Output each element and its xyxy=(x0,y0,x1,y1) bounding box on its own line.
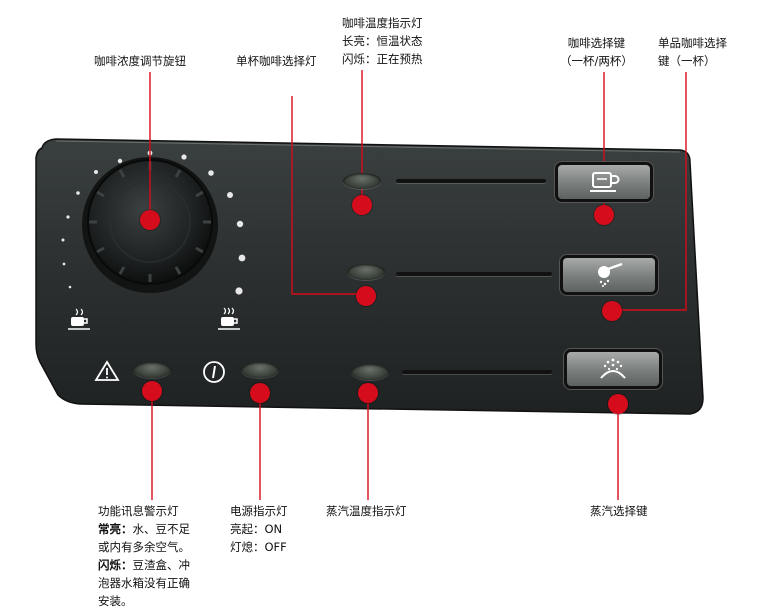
warning-steady-text2: 或内有多余空气。 xyxy=(98,540,190,554)
temp-indicator-line2: 闪烁：正在预热 xyxy=(342,52,423,66)
temp-indicator-label: 咖啡温度指示灯 长亮：恒温状态 闪烁：正在预热 xyxy=(342,14,423,68)
knob-label: 咖啡浓度调节旋钮 xyxy=(94,54,186,68)
knob-scale-dots xyxy=(61,150,246,295)
power-icon xyxy=(203,361,225,383)
slot-middle xyxy=(396,272,552,276)
single-coffee-button[interactable] xyxy=(563,258,655,292)
coffee-select-marker xyxy=(594,205,614,225)
steam-key-label: 蒸汽选择键 xyxy=(590,504,648,518)
coffee-key-line2: （一杯/两杯） xyxy=(560,54,633,68)
scoop-icon xyxy=(598,262,623,287)
power-led xyxy=(241,362,279,378)
coffee-key-line1: 咖啡选择键 xyxy=(567,36,626,50)
single-key-label: 单品咖啡选择 键（一杯） xyxy=(658,34,727,70)
warning-flash-text2: 泡器水箱没有正确 xyxy=(98,576,190,590)
leader-lines xyxy=(149,70,687,500)
slot-top xyxy=(396,179,546,183)
warning-steady-label: 常亮： xyxy=(98,522,133,536)
warning-led xyxy=(133,362,171,378)
slot-bottom xyxy=(402,370,552,374)
warning-icon xyxy=(94,360,120,381)
single-coffee-light-marker xyxy=(356,286,376,306)
power-line1: 亮起：ON xyxy=(230,522,283,536)
warning-light-marker xyxy=(142,381,162,401)
temp-indicator-title: 咖啡温度指示灯 xyxy=(342,16,423,30)
steam-temp-label: 蒸汽温度指示灯 xyxy=(326,504,407,518)
steam-icon xyxy=(600,358,626,379)
steam-temp-marker xyxy=(358,383,378,403)
cup-icon xyxy=(590,172,620,192)
coffee-temp-led xyxy=(343,173,381,189)
power-title: 电源指示灯 xyxy=(230,504,288,518)
temp-indicator-line1: 长亮：恒温状态 xyxy=(342,34,423,48)
power-line2: 灯熄：OFF xyxy=(230,540,287,554)
single-key-line1: 单品咖啡选择 xyxy=(658,36,727,50)
steam-key-marker xyxy=(608,394,628,414)
warning-title: 功能讯息警示灯 xyxy=(98,504,179,518)
knob-marker xyxy=(140,210,160,230)
mild-cup-icon xyxy=(68,308,90,330)
single-coffee-led xyxy=(347,264,385,280)
single-key-line2: 键（一杯） xyxy=(658,54,716,68)
coffee-select-button[interactable] xyxy=(558,165,650,199)
power-light-marker xyxy=(250,383,270,403)
coffee-key-label: 咖啡选择键 （一杯/两杯） xyxy=(560,34,633,70)
warning-label: 功能讯息警示灯 常亮：水、豆不足 或内有多余空气。 闪烁：豆渣盒、冲 泡器水箱没… xyxy=(98,502,190,610)
warning-flash-label: 闪烁： xyxy=(98,558,133,572)
steam-select-button[interactable] xyxy=(567,352,659,386)
steam-temp-led xyxy=(351,364,389,380)
warning-flash-text1: 豆渣盒、冲 xyxy=(132,558,191,572)
single-light-label: 单杯咖啡选择灯 xyxy=(236,54,317,68)
warning-flash-text3: 安装。 xyxy=(98,594,133,608)
power-label: 电源指示灯 亮起：ON 灯熄：OFF xyxy=(230,502,288,556)
single-coffee-key-marker xyxy=(602,301,622,321)
strong-cup-icon xyxy=(218,307,240,330)
coffee-temp-marker xyxy=(352,195,372,215)
warning-steady-text1: 水、豆不足 xyxy=(132,522,191,536)
